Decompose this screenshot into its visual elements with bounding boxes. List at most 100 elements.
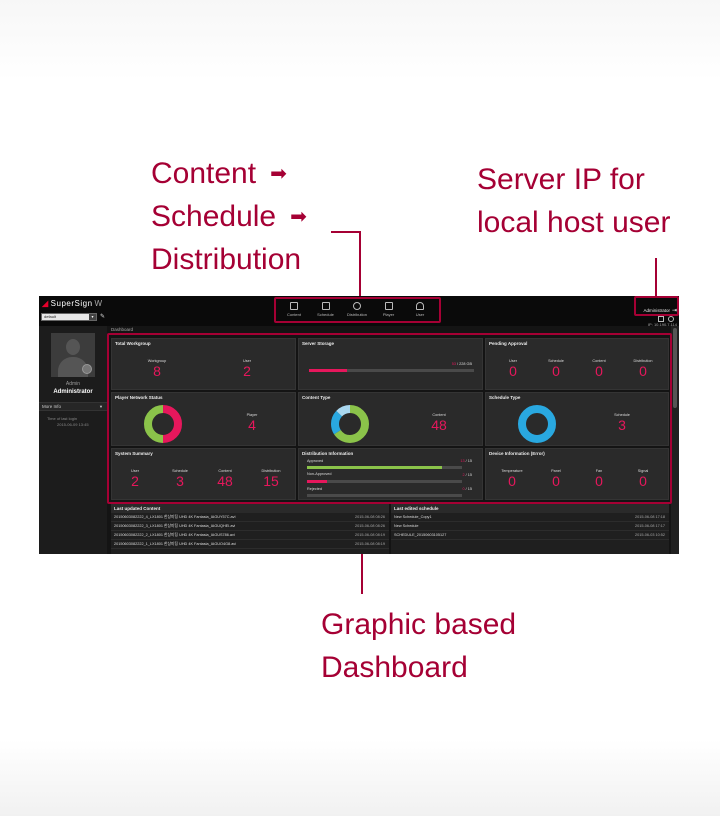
arrow-right-icon: ➡ [270, 163, 287, 185]
calendar-icon [321, 302, 330, 310]
table-row[interactable]: 20150603082222_2_LX1801 한상미팅 UHD 4K Fant… [111, 531, 389, 540]
player-icon [384, 302, 393, 310]
network-icon [353, 302, 361, 310]
arrow-right-icon: ➡ [290, 206, 307, 228]
nav-distribution[interactable]: Distribution [342, 299, 372, 321]
admin-name: Administrator [643, 308, 670, 313]
dist-approved-bar [307, 466, 462, 469]
lg-logo-icon: ◢ [42, 299, 49, 308]
content-icon [290, 302, 298, 310]
panel-server-storage: Server Storage 53 / 228 GB [298, 338, 483, 390]
content-type-donut [331, 405, 369, 443]
user-role: Admin [65, 381, 81, 387]
nav-schedule[interactable]: Schedule [311, 299, 341, 321]
storage-readout: 53 / 228 GB [451, 362, 472, 366]
dist-nonapproved-count: 2 / 15 [462, 473, 472, 477]
donut-segment-image [331, 405, 369, 443]
dist-nonapproved-bar [307, 480, 462, 483]
nav-content[interactable]: Content [279, 299, 309, 321]
chevron-down-icon: ▾ [89, 314, 96, 320]
last-login: Time of last login 2015-06-09 13:45 [47, 416, 89, 427]
edit-avatar-icon[interactable] [82, 364, 92, 374]
highlight-nav-menus [274, 297, 441, 323]
highlight-server-ip [634, 296, 679, 316]
schedule-type-donut [518, 405, 556, 443]
panel-distribution-information: Distribution Information Approved 13 / 1… [298, 448, 483, 500]
edit-icon[interactable]: ✎ [99, 314, 106, 320]
donut-segment-other [331, 405, 369, 443]
dist-rejected-bar [307, 494, 462, 497]
connector-ip [655, 258, 657, 296]
callout-menus: Content➡ Schedule➡ Distribution [151, 152, 307, 281]
server-ip: IP: 10.190.7.114 [647, 322, 677, 327]
callout-dashboard: Graphic based Dashboard [321, 608, 517, 684]
callout-server-ip: Server IP for local host user [477, 163, 671, 239]
group-select[interactable]: default▾ [41, 313, 97, 321]
sidebar: Admin Administrator More Info▼ Time of l… [39, 326, 107, 554]
dashboard-title: Dashboard [111, 327, 134, 332]
dist-nonapproved-label: Non-Approved [307, 472, 332, 476]
user-name: Administrator [53, 389, 93, 395]
gear-icon[interactable] [668, 316, 674, 322]
chevron-down-icon: ▼ [99, 404, 103, 409]
callout-content: Content➡ [151, 157, 287, 190]
callout-schedule: Schedule➡ [151, 200, 307, 233]
connector-menus-vertical [359, 231, 361, 298]
scrollbar-thumb[interactable] [673, 328, 677, 408]
nav-user[interactable]: User [405, 299, 435, 321]
nav-player[interactable]: Player [374, 299, 404, 321]
main-nav: Content Schedule Distribution Player Use… [279, 299, 435, 321]
table-row[interactable]: 20150603082222_1_LX1801 한상미팅 UHD 4K Fant… [111, 540, 389, 549]
connector-menus [331, 231, 361, 233]
table-last-updated-content: Last updated Content 20150603082222_4_LX… [111, 504, 389, 554]
user-icon [416, 302, 424, 310]
admin-area: Administrator⇥ IP: 10.190.7.114 [629, 299, 677, 327]
table-title: Last edited schedule [391, 504, 669, 513]
document-icon[interactable] [658, 316, 664, 322]
highlight-dashboard [107, 333, 672, 504]
dist-rejected-count: 0 / 15 [462, 487, 472, 491]
donut-segment-schedule [518, 405, 556, 443]
donut-segment-offline [144, 405, 182, 443]
table-row[interactable]: 20150603082222_3_LX1801 한상미팅 UHD 4K Fant… [111, 522, 389, 531]
player-network-donut [144, 405, 182, 443]
dist-approved-label: Approved [307, 459, 324, 463]
callout-distribution: Distribution [151, 243, 302, 276]
storage-bar [309, 369, 474, 372]
dist-rejected-label: Rejected [307, 487, 322, 491]
scrollbar[interactable] [671, 326, 679, 554]
logout-icon[interactable]: ⇥ [671, 308, 677, 314]
avatar [51, 333, 95, 377]
more-info-toggle[interactable]: More Info▼ [39, 402, 107, 411]
table-row[interactable]: 20150603082222_4_LX1801 한상미팅 UHD 4K Fant… [111, 513, 389, 522]
